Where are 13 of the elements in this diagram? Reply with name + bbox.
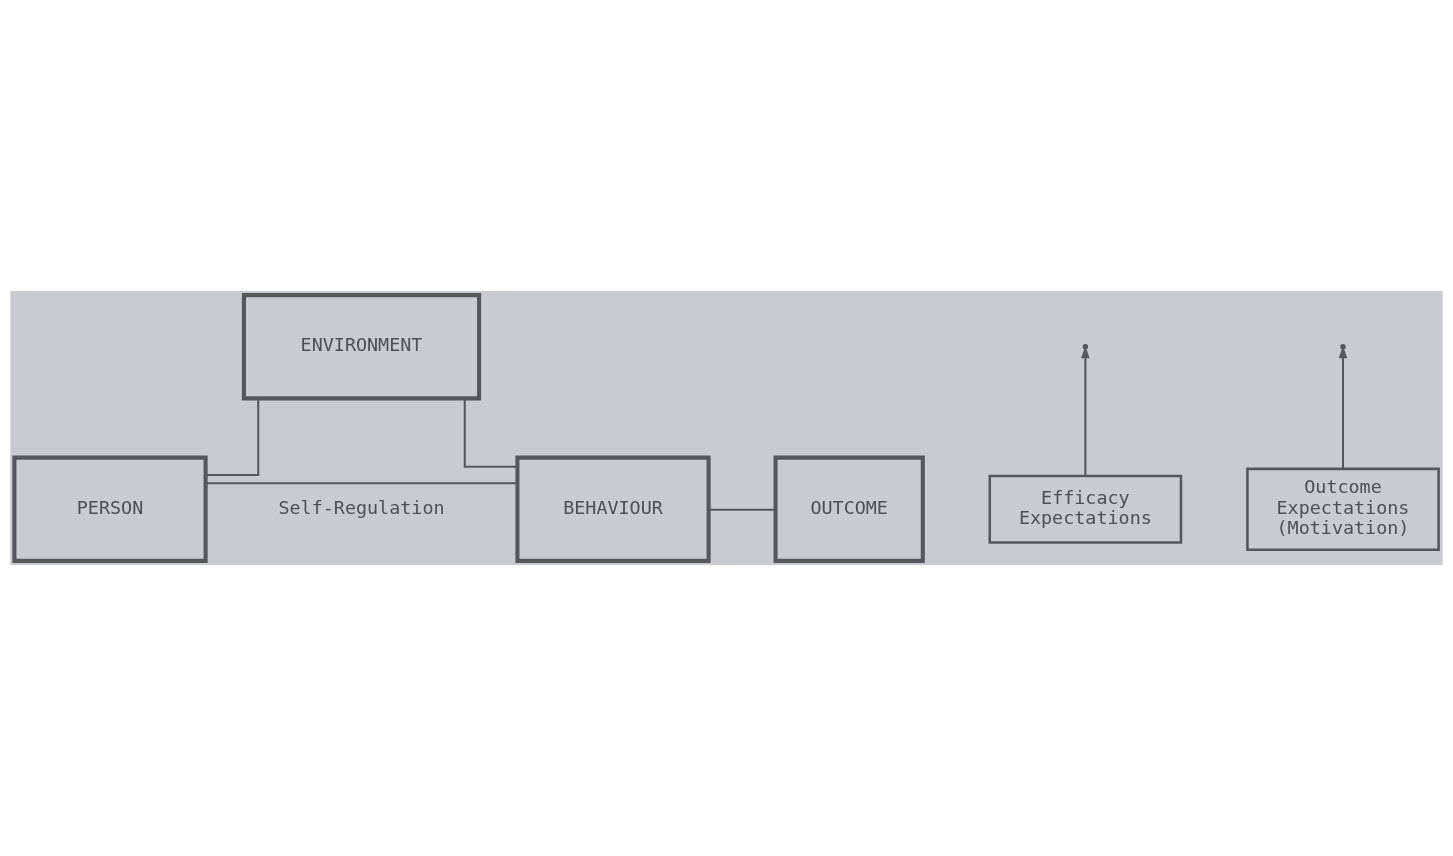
connector	[708, 508, 776, 511]
node-box: OUTCOME	[773, 455, 925, 563]
label: Self-Regulation	[278, 496, 445, 518]
connector	[206, 398, 260, 477]
node-box: BEHAVIOUR	[515, 455, 711, 563]
arrow	[1081, 345, 1090, 476]
node-box: ENVIRONMENT	[241, 293, 482, 401]
node-box: Outcome Expectations (Motivation)	[1246, 467, 1440, 551]
node-box: PERSON	[12, 455, 208, 563]
connector	[463, 398, 518, 468]
node-box: Efficacy Expectations	[988, 474, 1183, 544]
arrow	[1338, 345, 1348, 469]
connector	[205, 482, 518, 485]
